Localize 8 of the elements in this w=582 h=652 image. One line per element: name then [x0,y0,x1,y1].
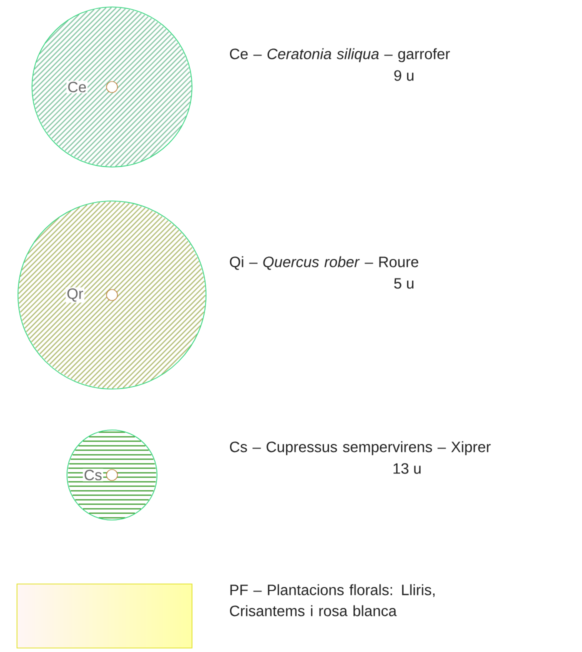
species-description: Qi – Quercus rober – Roure [230,256,418,270]
species-description: PF – Plantacions florals: Lliris, Crisantems i rosa blanca [230,584,435,616]
unit-count: 5 u [394,278,414,289]
planting-area-swatch [16,584,192,648]
species-description: Ce – Ceratonia siliqua – garrofer [230,48,450,62]
unit-count: 13 u [394,463,421,474]
unit-count: 9 u [394,70,414,81]
species-description: Cs – Cupressus sempervirens – Xiprer [230,441,491,456]
